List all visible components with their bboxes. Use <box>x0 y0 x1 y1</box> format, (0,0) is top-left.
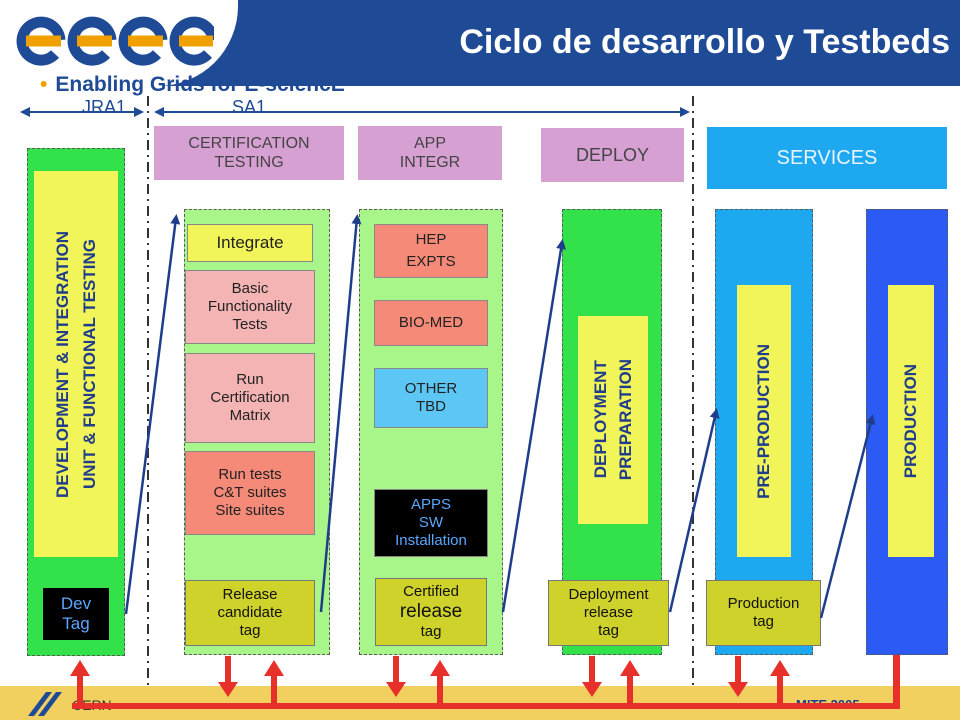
phase-services: SERVICES <box>707 127 947 189</box>
certified-release-tag: Certified release tag <box>375 578 487 646</box>
feedback-bottom-line <box>72 703 900 709</box>
dev-tag: Dev Tag <box>43 588 109 640</box>
feedback-right-riser <box>893 655 900 707</box>
sa1-label: SA1 <box>232 97 267 117</box>
deployment-preparation-box: DEPLOYMENT PREPARATION <box>578 316 648 524</box>
app-item-hep-expts: HEP EXPTS <box>374 224 488 278</box>
dev-label-box: DEVELOPMENT & INTEGRATION UNIT & FUNCTIO… <box>34 171 118 557</box>
egee-logo <box>16 16 214 66</box>
up-arrows <box>70 660 790 707</box>
page-title: Ciclo de desarrollo y Testbeds <box>459 23 950 61</box>
certified-release-tag-line3: tag <box>420 623 442 640</box>
jra1-label: JRA1 <box>82 97 127 117</box>
tagline: •Enabling Grids for E-sciencE <box>40 73 345 96</box>
cert-item-integrate: Integrate <box>187 224 313 262</box>
logo-plate <box>0 0 238 86</box>
arrow-preprod-to-prod <box>819 414 876 619</box>
arrow-deploy-to-preprod <box>668 408 720 613</box>
certified-release-tag-line2: release <box>399 601 463 622</box>
down-arrows <box>218 656 748 697</box>
pre-production-box: PRE-PRODUCTION <box>737 285 791 557</box>
app-item-apps-sw-installation: APPS SW Installation <box>374 489 488 557</box>
transition-arrows <box>124 214 876 619</box>
phase-deploy: DEPLOY <box>541 128 684 182</box>
tagline-text: Enabling Grids for E-sciencE <box>55 73 345 96</box>
production-tag: Production tag <box>706 580 821 646</box>
cert-item-run-tests: Run tests C&T suites Site suites <box>185 451 315 535</box>
release-candidate-tag: Release candidate tag <box>185 580 315 646</box>
deployment-release-tag: Deployment release tag <box>548 580 669 646</box>
arrow-dev-to-cert <box>124 214 181 615</box>
production-box: PRODUCTION <box>888 285 934 557</box>
app-item-other-tbd: OTHER TBD <box>374 368 488 428</box>
cert-item-cert-matrix: Run Certification Matrix <box>185 353 315 443</box>
feedback-loop <box>70 655 900 709</box>
app-item-bio-med: BIO-MED <box>374 300 488 346</box>
arrow-app-to-deploy <box>501 239 566 613</box>
cern-swoosh-icon <box>28 692 62 716</box>
phase-app-integr: APP INTEGR <box>358 126 502 180</box>
certified-release-tag-line1: Certified <box>403 583 459 600</box>
cert-item-basic-tests: Basic Functionality Tests <box>185 270 315 344</box>
phase-certification-testing: CERTIFICATION TESTING <box>154 126 344 180</box>
arrow-cert-to-app <box>319 214 362 613</box>
